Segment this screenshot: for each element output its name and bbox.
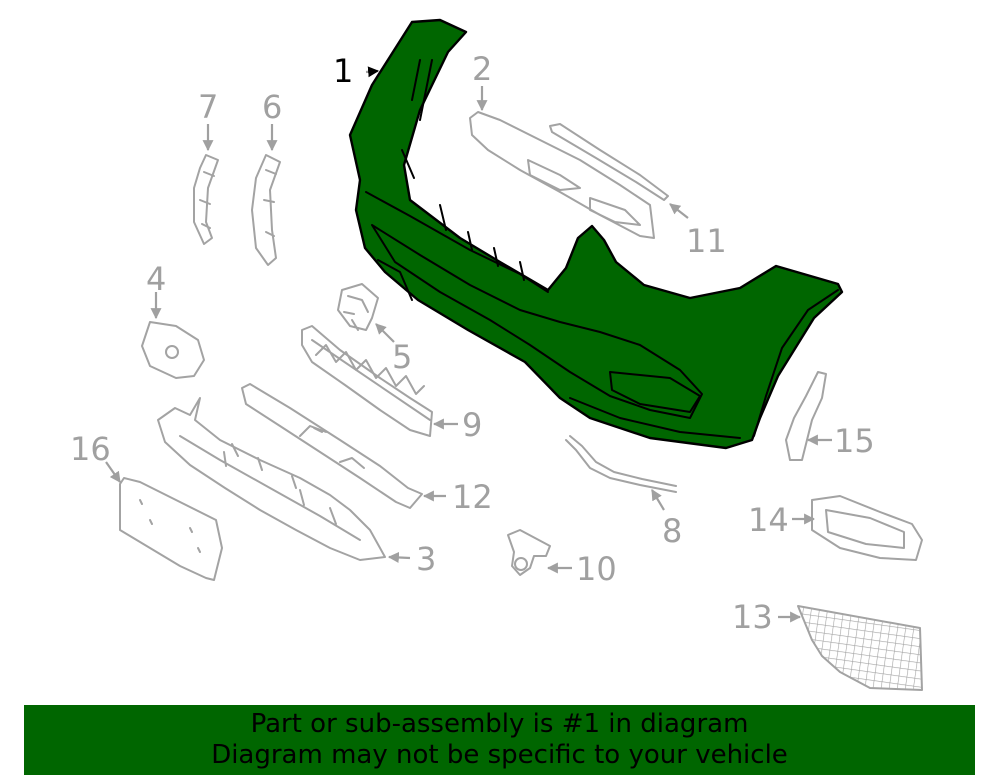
sensor-lens	[514, 557, 528, 571]
bumper-mount-tabs	[377, 59, 525, 301]
license-bracket-shape	[119, 477, 223, 581]
grille-trim-part[interactable]	[469, 111, 655, 239]
info-banner: Part or sub-assembly is #1 in diagram Di…	[24, 705, 975, 775]
license-bracket-part[interactable]	[119, 477, 223, 581]
parking-sensor-part[interactable]	[507, 529, 551, 576]
callout-13[interactable]: 13	[732, 598, 773, 636]
grille-support-part[interactable]	[301, 325, 433, 437]
bumper-grille-opening	[371, 224, 703, 419]
grille-trim-slot	[527, 159, 641, 226]
side-extension-shape	[785, 371, 827, 461]
sensor-bracket-part[interactable]	[337, 283, 379, 331]
grille-trim-shape	[469, 111, 655, 239]
bumper-fog-recess	[609, 371, 701, 413]
license-bracket-holes	[139, 499, 201, 553]
sensor-bracket-details	[343, 295, 369, 331]
sensor-bracket-shape	[337, 283, 379, 331]
mesh-grille-shape	[797, 605, 923, 691]
callout-6[interactable]: 6	[262, 88, 282, 126]
lower-valance-part[interactable]	[157, 397, 386, 561]
side-reflector-shape	[141, 321, 205, 379]
bumper-upper-edge	[365, 191, 549, 293]
callout-16[interactable]: 16	[70, 430, 111, 468]
mesh-grille-part[interactable]	[797, 605, 923, 691]
banner-line-1: Part or sub-assembly is #1 in diagram	[250, 709, 749, 739]
callout-5[interactable]: 5	[392, 338, 412, 376]
grille-molding-part[interactable]	[549, 123, 669, 201]
lower-reinforcement-part[interactable]	[241, 383, 423, 509]
mount-bracket-6-shape	[251, 154, 281, 266]
grille-support-lattice	[311, 339, 431, 421]
mount-bracket-7-tabs	[199, 171, 215, 229]
callout-11[interactable]: 11	[686, 222, 727, 260]
mount-bracket-7-shape	[193, 154, 219, 245]
callout-8[interactable]: 8	[662, 512, 682, 550]
molding-strip-part[interactable]	[565, 435, 677, 493]
callout-14[interactable]: 14	[748, 501, 789, 539]
reflector-hole	[165, 345, 179, 359]
leader-1	[365, 66, 380, 78]
molding-strip-shape	[565, 439, 677, 493]
callout-3[interactable]: 3	[416, 540, 436, 578]
bumper-lower-lip	[569, 397, 741, 439]
lower-valance-shape	[157, 397, 386, 561]
mount-bracket-6-tabs	[263, 169, 277, 237]
lower-valance-ribs	[179, 435, 361, 541]
fog-bezel-opening	[825, 509, 905, 549]
callout-7[interactable]: 7	[198, 88, 218, 126]
mount-bracket-7-part[interactable]	[193, 154, 219, 245]
bumper-cover-part[interactable]	[348, 18, 844, 450]
callout-1[interactable]: 1	[333, 52, 353, 90]
lower-reinforcement-tabs	[299, 425, 365, 469]
side-extension-part[interactable]	[785, 371, 827, 461]
callout-labels: 1 2 3 4 5 6 7 8 9 10 11 12 13 14 15 16	[70, 50, 875, 636]
grille-support-shape	[301, 325, 433, 437]
callout-2[interactable]: 2	[472, 50, 492, 88]
callout-15[interactable]: 15	[834, 422, 875, 460]
leader-lines	[105, 66, 832, 623]
leader-3	[387, 551, 411, 563]
side-reflector-part[interactable]	[141, 321, 205, 379]
parking-sensor-shape	[507, 529, 551, 576]
callout-12[interactable]: 12	[452, 478, 493, 516]
lower-reinforcement-shape	[241, 383, 423, 509]
callout-4[interactable]: 4	[146, 260, 166, 298]
bumper-side-contour	[753, 289, 839, 437]
fog-bezel-part[interactable]	[811, 495, 923, 561]
banner-line-2: Diagram may not be specific to your vehi…	[211, 740, 788, 770]
mount-bracket-6-part[interactable]	[251, 154, 281, 266]
leader-8	[651, 489, 665, 511]
leader-5	[375, 323, 395, 343]
leader-16	[105, 461, 121, 483]
callout-9[interactable]: 9	[462, 406, 482, 444]
molding-strip-inner	[569, 435, 677, 487]
leader-11	[669, 203, 689, 219]
bumper-cover-shape	[348, 18, 844, 450]
callout-10[interactable]: 10	[576, 550, 617, 588]
grille-molding-shape	[549, 123, 669, 201]
